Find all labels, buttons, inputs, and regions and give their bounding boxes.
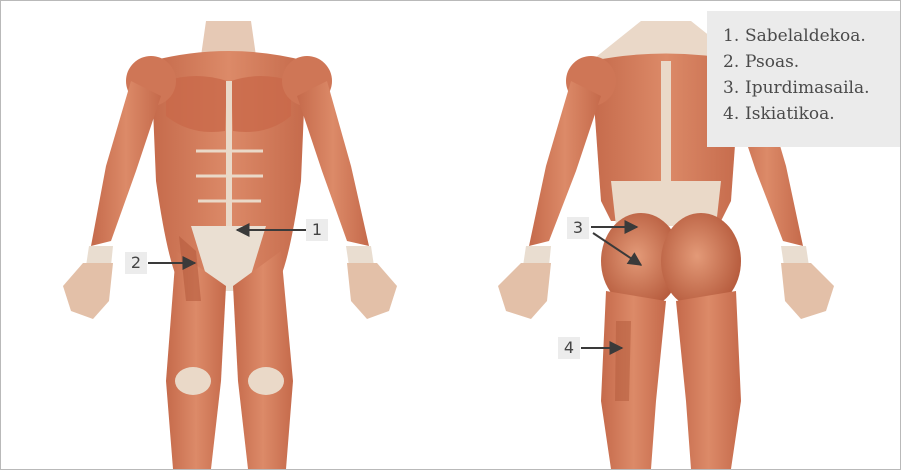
legend-item-3: 3.Ipurdimasaila. bbox=[723, 75, 900, 101]
callout-4: 4 bbox=[558, 337, 580, 359]
front-figure bbox=[63, 21, 397, 469]
legend-label: Psoas. bbox=[745, 52, 799, 72]
callout-1: 1 bbox=[306, 219, 328, 241]
legend-item-4: 4.Iskiatikoa. bbox=[723, 101, 900, 127]
legend-label: Sabelaldekoa. bbox=[745, 26, 866, 46]
legend-label: Iskiatikoa. bbox=[745, 104, 835, 124]
legend-label: Ipurdimasaila. bbox=[745, 78, 870, 98]
legend-box: 1.Sabelaldekoa. 2.Psoas. 3.Ipurdimasaila… bbox=[707, 11, 900, 147]
legend-item-2: 2.Psoas. bbox=[723, 49, 900, 75]
callout-3: 3 bbox=[567, 217, 589, 239]
callout-2: 2 bbox=[125, 252, 147, 274]
legend-item-1: 1.Sabelaldekoa. bbox=[723, 23, 900, 49]
